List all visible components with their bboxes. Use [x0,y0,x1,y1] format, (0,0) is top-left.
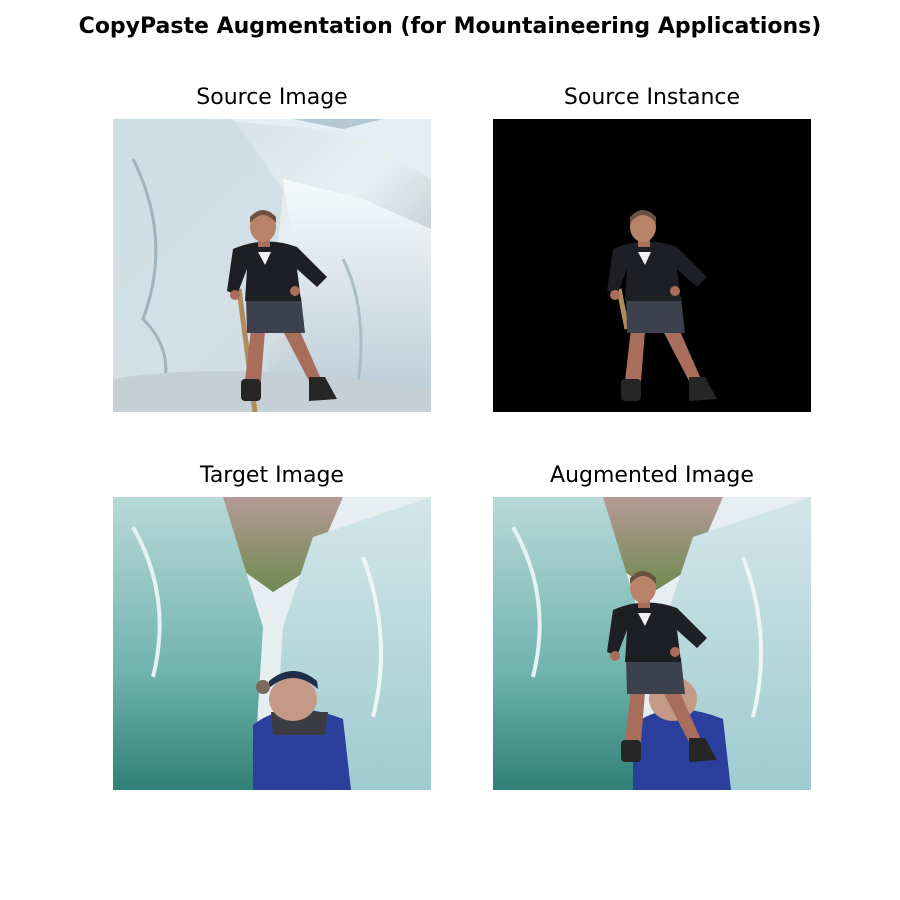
source-image [113,119,431,412]
augmented-image [493,497,811,790]
figure-title: CopyPaste Augmentation (for Mountaineeri… [78,14,822,39]
source-instance-mask [493,119,811,412]
target-image [113,497,431,790]
target-image-panel [113,497,431,790]
source-instance-panel [493,119,811,412]
source-image-panel [113,119,431,412]
panel-title-target-image: Target Image [200,463,344,488]
augmented-image-panel [493,497,811,790]
panel-title-augmented-image: Augmented Image [550,463,754,488]
panel-title-source-instance: Source Instance [563,85,741,110]
panel-title-source-image: Source Image [196,85,348,110]
